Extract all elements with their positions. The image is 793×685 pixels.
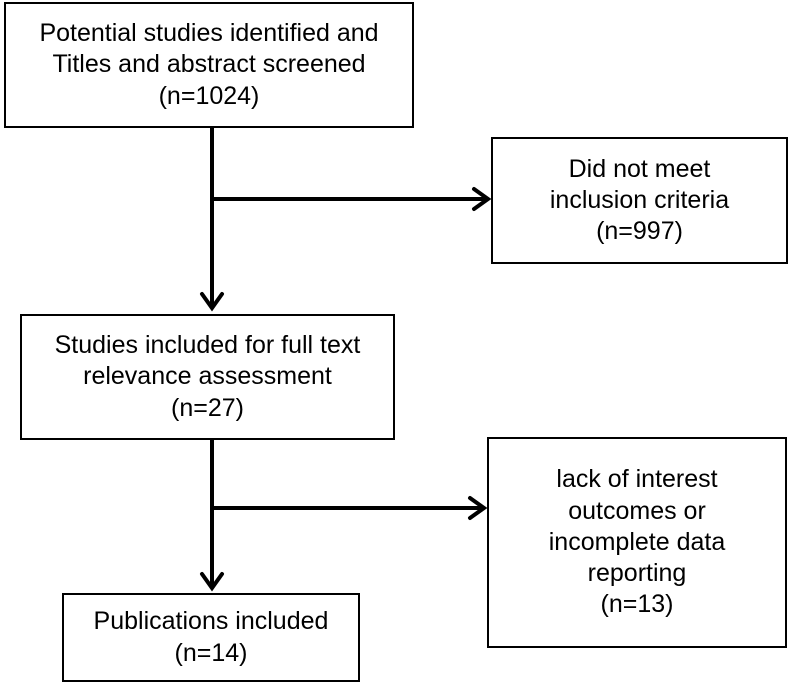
box-excluded-1-line-1: Did not meet [568,154,711,183]
box-included-line-1: Publications included [93,607,329,636]
box-excluded-2-count: (n=13) [600,590,674,619]
box-included-count: (n=14) [174,638,248,667]
box-excluded-outcomes: lack of interest outcomes or incomplete … [487,437,787,648]
box-fulltext-line-1: Studies included for full text [54,331,361,360]
arrowhead-right-excluded-fulltext [468,496,488,520]
box-identified-line-2: Titles and abstract screened [52,50,366,79]
box-fulltext-count: (n=27) [171,393,244,422]
box-identified-count: (n=1024) [158,81,260,110]
arrowhead-down-included [200,572,224,592]
box-excluded-2-line-2: outcomes or [568,496,706,525]
box-identified-line-1: Potential studies identified and [39,19,379,48]
box-studies-identified: Potential studies identified and Titles … [4,2,414,128]
arrowhead-down-fulltext [200,292,224,312]
arrowhead-right-excluded-screening [472,187,492,211]
box-excluded-inclusion-criteria: Did not meet inclusion criteria (n=997) [491,137,788,264]
box-publications-included: Publications included (n=14) [62,593,360,682]
box-excluded-2-line-4: reporting [587,559,687,588]
box-excluded-1-count: (n=997) [596,217,683,246]
box-excluded-1-line-2: inclusion criteria [549,185,730,214]
box-excluded-2-line-1: lack of interest [556,465,718,494]
box-excluded-2-line-3: incomplete data [548,527,726,556]
box-full-text-assessment: Studies included for full text relevance… [20,314,395,440]
box-fulltext-line-2: relevance assessment [83,362,332,391]
